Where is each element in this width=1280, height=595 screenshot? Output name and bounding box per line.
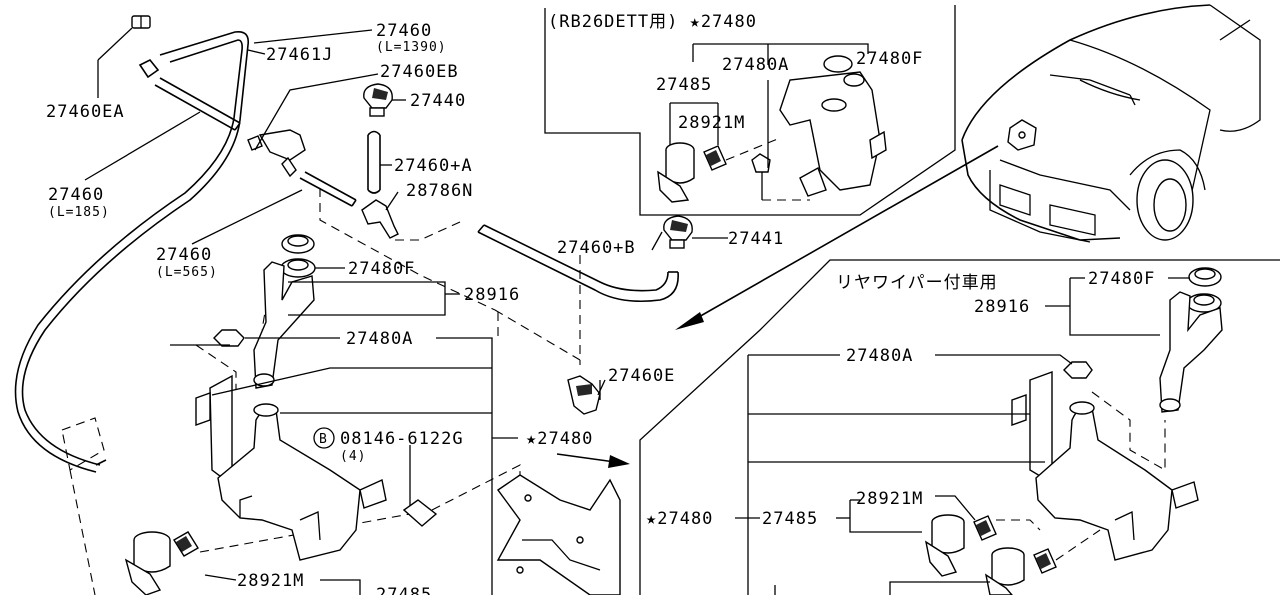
pump-27485-left: [124, 531, 171, 595]
label-27485-right: 27485: [762, 509, 818, 529]
label-27480F-inset: 27480F: [856, 49, 923, 69]
label-star-27480-mid: ★27480: [526, 429, 593, 449]
bolt-left-top: [213, 329, 245, 347]
rw-pump-1: [924, 514, 965, 577]
label-27485-inset: 27485: [656, 75, 712, 95]
rb26-tank: [779, 71, 887, 197]
rear-wiper-inset-frame: [639, 259, 1280, 595]
hose-clip-27460EA: [97, 15, 151, 98]
label-27460-low-length: (L=565): [156, 265, 218, 280]
hose-27460A: [367, 130, 381, 194]
label-27460A: 27460+A: [394, 156, 473, 176]
label-27460E: 27460E: [608, 366, 675, 386]
label-27460-top-length: (L=1390): [376, 40, 447, 55]
label-27480A-right: 27480A: [846, 346, 913, 366]
leader-lines: [84, 29, 1190, 595]
rw-seal-1: [973, 515, 997, 541]
label-rb26-header: (RB26DETT用) ★27480: [548, 12, 757, 32]
joint-28786N: [361, 199, 399, 239]
connector-27460EB: [247, 129, 306, 178]
label-27440: 27440: [410, 91, 466, 111]
label-28916-right: 28916: [974, 297, 1030, 317]
label-27460-mid: 27460: [48, 185, 104, 205]
label-star-27480-right: ★27480: [646, 509, 713, 529]
rb26-cap: [823, 55, 865, 87]
hose-clip-27460E: [567, 375, 601, 415]
label-28786N: 28786N: [406, 181, 473, 201]
rb26-leader-lines: [669, 43, 869, 201]
filler-neck-28916: [253, 261, 315, 389]
label-08146-6122G: 08146-6122G: [340, 429, 464, 449]
label-27460EB: 27460EB: [380, 62, 459, 82]
bolt-circle-mark: [313, 427, 335, 449]
label-27485-left: 27485: [376, 585, 432, 595]
label-27460-low: 27460: [156, 245, 212, 265]
hose-27460B: [477, 224, 679, 303]
rw-dashed-lines: [996, 391, 1166, 561]
label-27480F-left: 27480F: [348, 259, 415, 279]
location-arrow: [675, 145, 999, 330]
label-27480A-left: 27480A: [346, 329, 413, 349]
label-27480A-inset: 27480A: [722, 55, 789, 75]
label-28921M-right: 28921M: [856, 489, 923, 509]
rw-filler-neck: [1159, 291, 1223, 413]
rb26-pump: [657, 142, 695, 203]
nozzle-27440: [363, 83, 393, 117]
rw-pump-2: [984, 547, 1025, 595]
seal-28921M-left: [173, 531, 199, 557]
nozzle-27441: [663, 215, 693, 249]
label-27460-top: 27460: [376, 21, 432, 41]
hose-27460-L185: [299, 171, 357, 207]
rb26-seal: [703, 145, 727, 171]
assembly-dashed-lines-left: [61, 188, 581, 595]
label-27480F-right: 27480F: [1088, 269, 1155, 289]
label-28921M-left: 28921M: [237, 571, 304, 591]
label-27460B: 27460+B: [557, 238, 636, 258]
rb26-inset-frame: [544, 5, 956, 216]
rw-bolt: [1063, 361, 1093, 379]
washer-tank-27480A-left: [195, 374, 387, 561]
label-bolt-qty: (4): [340, 449, 366, 464]
label-28921M-inset: 28921M: [678, 113, 745, 133]
hose-27461J: [138, 58, 241, 131]
label-27460-mid-length: (L=185): [48, 205, 110, 220]
small-arrow: [556, 453, 630, 468]
rb26-bolt: [751, 153, 771, 200]
label-rear-wiper-header: リヤワイパー付車用: [836, 273, 998, 293]
bolt-08146: [402, 445, 438, 527]
label-27441: 27441: [728, 229, 784, 249]
label-27461J: 27461J: [266, 45, 333, 65]
car-front-view: [961, 4, 1261, 243]
filler-cap-27480F: [280, 234, 316, 278]
rw-tank: [1011, 371, 1199, 561]
rw-seal-2: [1033, 548, 1057, 574]
label-28916-left: 28916: [464, 285, 520, 305]
rw-filler-cap: [1186, 267, 1222, 313]
bracket-star-27480-left: [496, 474, 621, 595]
label-bolt-circle: B: [319, 432, 328, 447]
label-27460EA: 27460EA: [46, 102, 125, 122]
long-washer-hose: [14, 30, 250, 473]
